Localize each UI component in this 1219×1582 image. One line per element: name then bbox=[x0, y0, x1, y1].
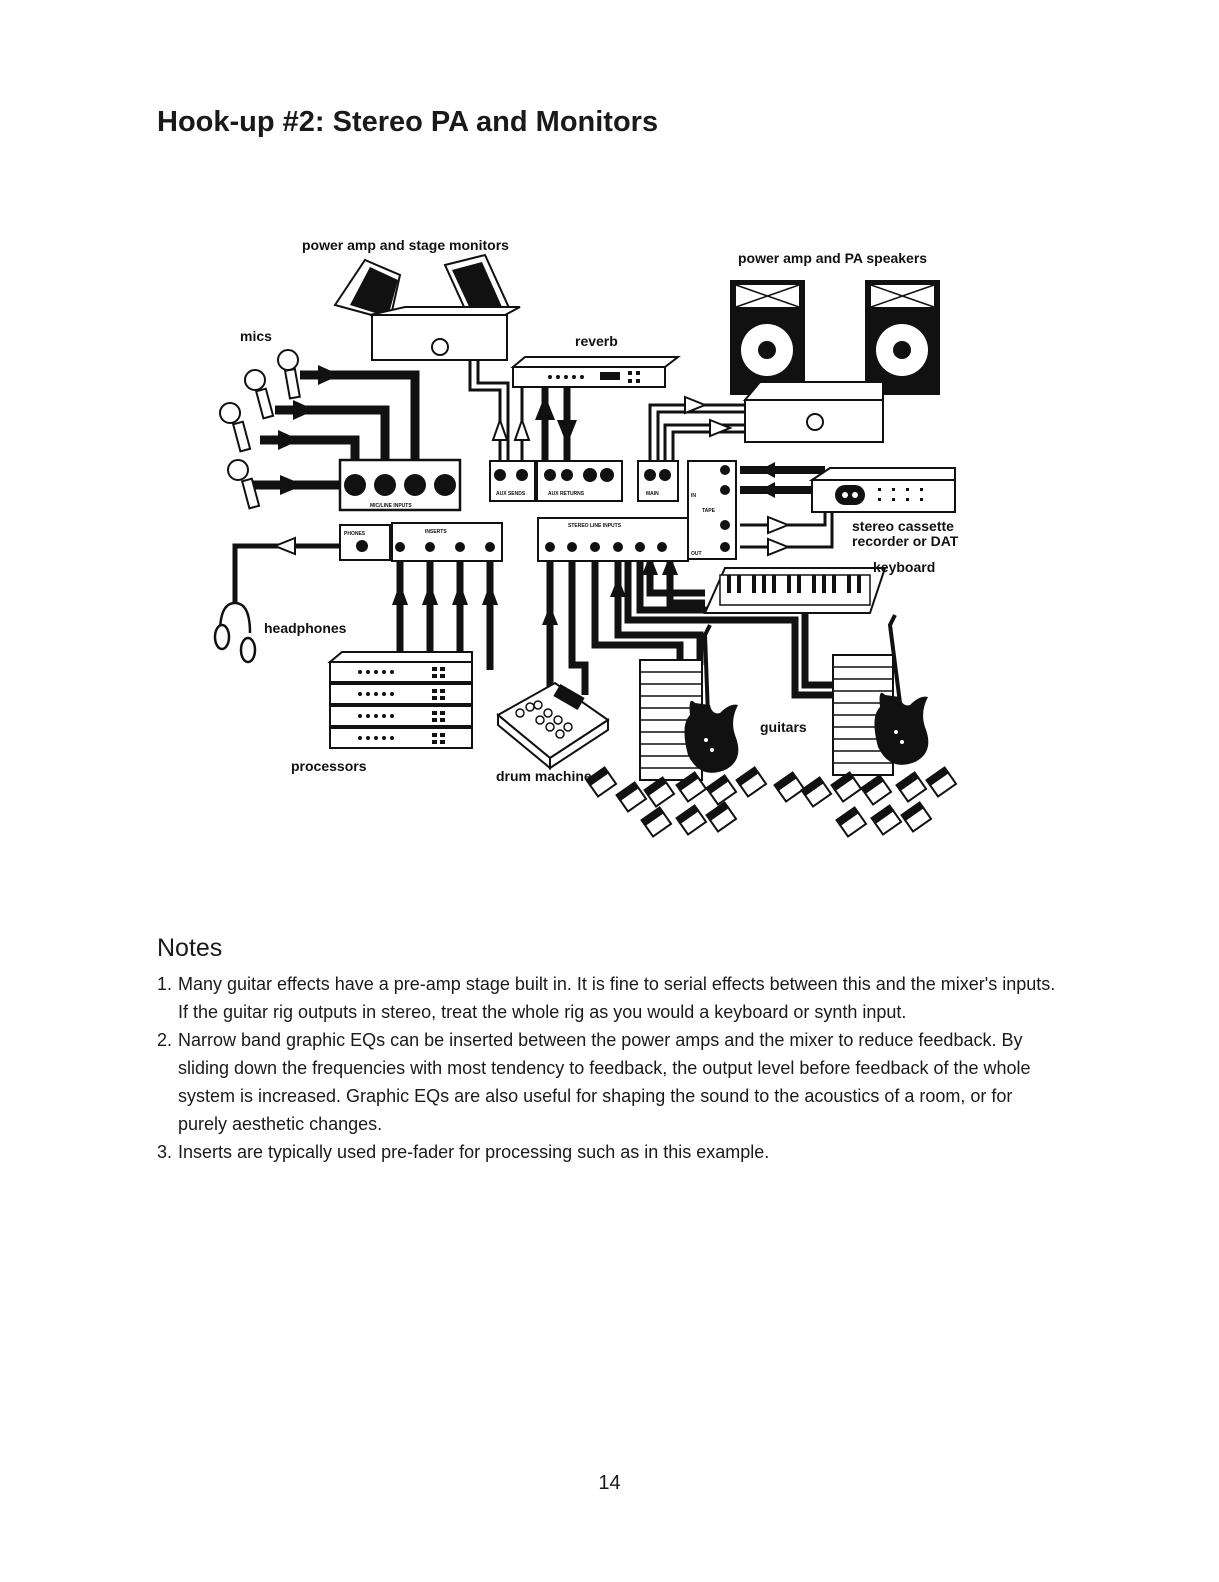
tape-in-label: IN bbox=[691, 493, 696, 499]
page-title: Hook-up #2: Stereo PA and Monitors bbox=[157, 106, 659, 138]
notes-list: 1. Many guitar effects have a pre-amp st… bbox=[157, 970, 1057, 1166]
reverb-unit bbox=[510, 356, 681, 388]
note-number: 1. bbox=[157, 974, 173, 994]
note-item: 2. Narrow band graphic EQs can be insert… bbox=[157, 1026, 1057, 1138]
note-item: 3. Inserts are typically used pre-fader … bbox=[157, 1138, 1057, 1166]
guitar-rig-2 bbox=[832, 614, 929, 776]
tape-label: TAPE bbox=[702, 508, 716, 514]
cassette-recorder bbox=[808, 467, 956, 513]
phones-label: PHONES bbox=[344, 531, 366, 537]
label-headphones: headphones bbox=[264, 620, 347, 636]
label-keyboard: keyboard bbox=[873, 559, 935, 575]
stereo-line-inputs-label: STEREO LINE INPUTS bbox=[568, 523, 622, 529]
processors-rack bbox=[327, 651, 473, 749]
label-power-amp-pa-speakers: power amp and PA speakers bbox=[738, 250, 927, 266]
mic-line-inputs-label: MIC/LINE INPUTS bbox=[370, 503, 412, 509]
note-number: 2. bbox=[157, 1030, 173, 1050]
label-stereo-cassette: stereo cassette bbox=[852, 518, 954, 534]
inserts-label: INSERTS bbox=[425, 529, 447, 535]
guitar-rig-1 bbox=[639, 624, 739, 781]
aux-sends-label: AUX SENDS bbox=[496, 491, 526, 497]
hookup-diagram: MIC/LINE INPUTS AUX SENDS AUX RETURNS MA… bbox=[213, 237, 959, 838]
signal-arrows bbox=[272, 365, 791, 625]
label-mics: mics bbox=[240, 328, 272, 344]
effect-pedals bbox=[585, 766, 958, 838]
label-guitars: guitars bbox=[760, 719, 807, 735]
main-label: MAIN bbox=[646, 491, 659, 497]
stage-monitors bbox=[333, 253, 521, 361]
note-text: Inserts are typically used pre-fader for… bbox=[178, 1142, 770, 1162]
drum-machine-device bbox=[496, 681, 610, 771]
tape-out-label: OUT bbox=[691, 551, 702, 557]
diagram-labels: power amp and stage monitors power amp a… bbox=[240, 237, 959, 784]
label-drum-machine: drum machine bbox=[496, 768, 592, 784]
label-recorder-dat: recorder or DAT bbox=[852, 533, 959, 549]
note-item: 1. Many guitar effects have a pre-amp st… bbox=[157, 970, 1057, 1026]
label-reverb: reverb bbox=[575, 333, 618, 349]
note-number: 3. bbox=[157, 1142, 173, 1162]
pa-speakers bbox=[730, 280, 940, 443]
note-text: Narrow band graphic EQs can be inserted … bbox=[178, 1030, 1031, 1134]
label-power-amp-stage-monitors: power amp and stage monitors bbox=[302, 237, 509, 253]
microphones bbox=[219, 349, 301, 510]
keyboard-instrument bbox=[703, 567, 887, 614]
notes-heading: Notes bbox=[157, 934, 223, 962]
aux-returns-label: AUX RETURNS bbox=[548, 491, 585, 497]
page-number: 14 bbox=[598, 1472, 621, 1494]
note-text: Many guitar effects have a pre-amp stage… bbox=[178, 974, 1056, 1022]
label-processors: processors bbox=[291, 758, 367, 774]
mixer: MIC/LINE INPUTS AUX SENDS AUX RETURNS MA… bbox=[338, 458, 737, 562]
headphones-device bbox=[213, 601, 257, 664]
